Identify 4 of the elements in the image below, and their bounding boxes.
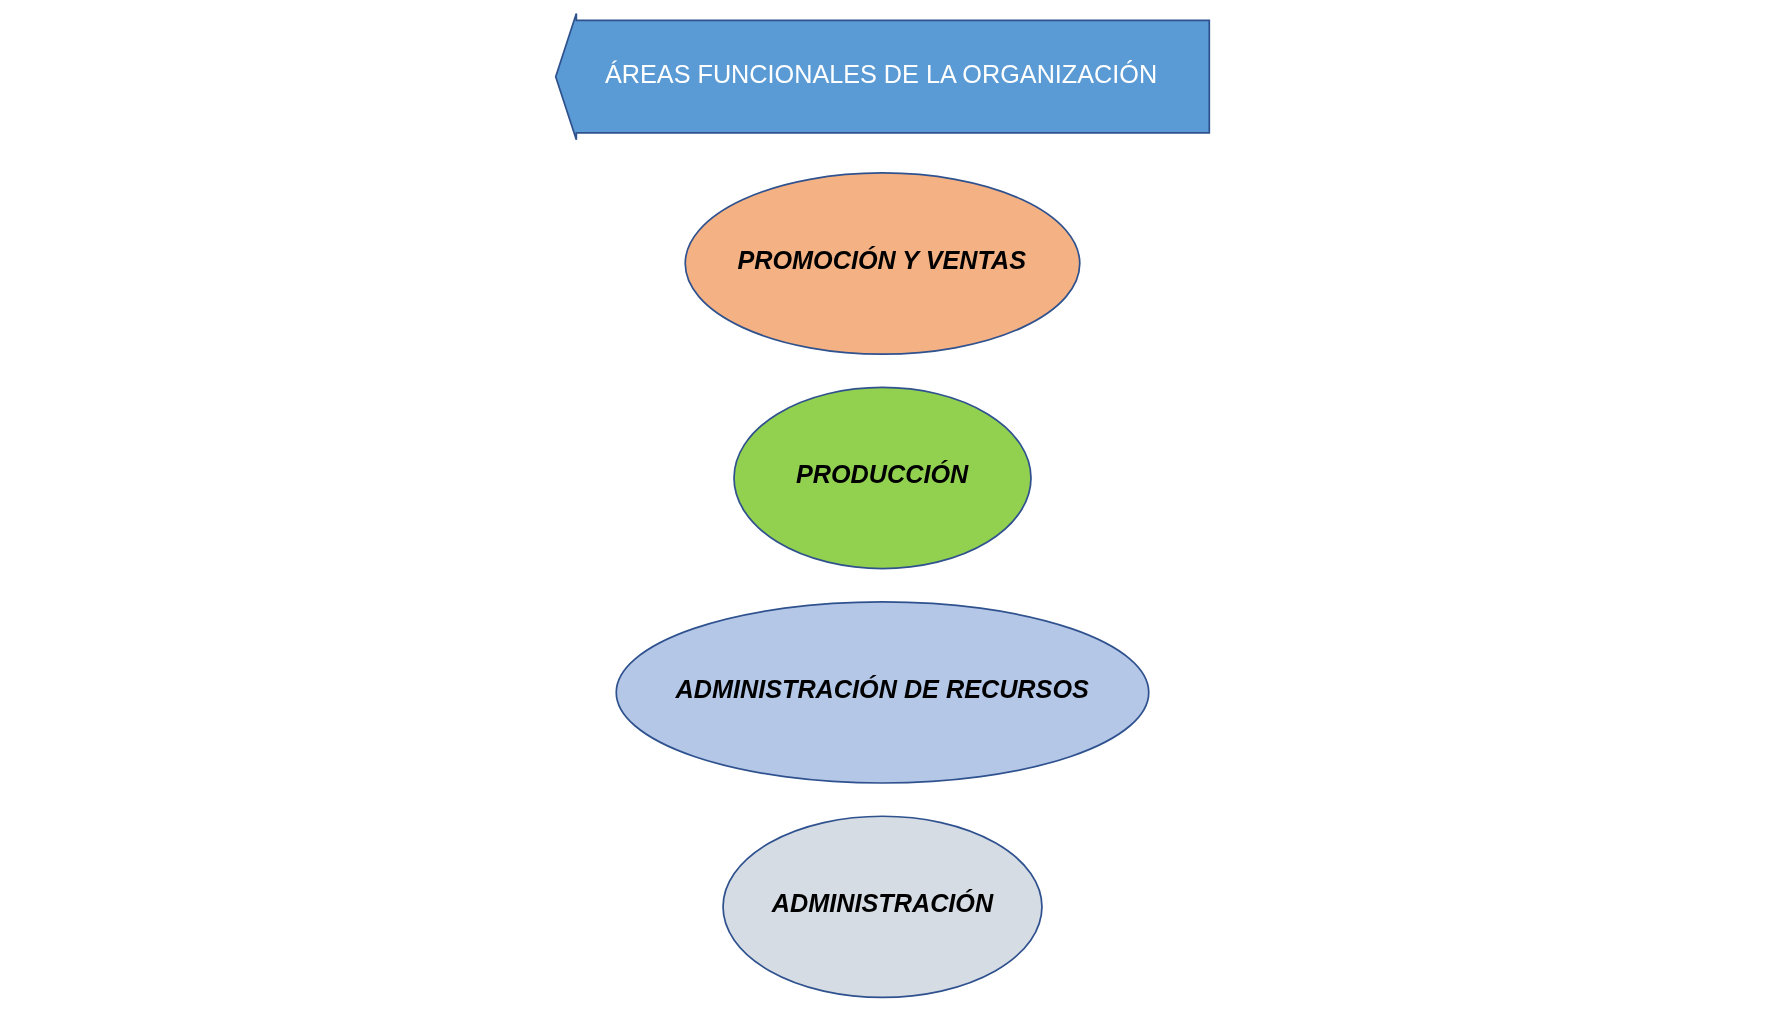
node-ellipse: PRODUCCIÓN: [733, 386, 1032, 569]
node-ellipse: ADMINISTRACIÓN DE RECURSOS: [615, 600, 1150, 784]
node-ellipse: PROMOCIÓN Y VENTAS: [684, 171, 1081, 355]
node-ellipse: ADMINISTRACIÓN: [722, 814, 1043, 998]
